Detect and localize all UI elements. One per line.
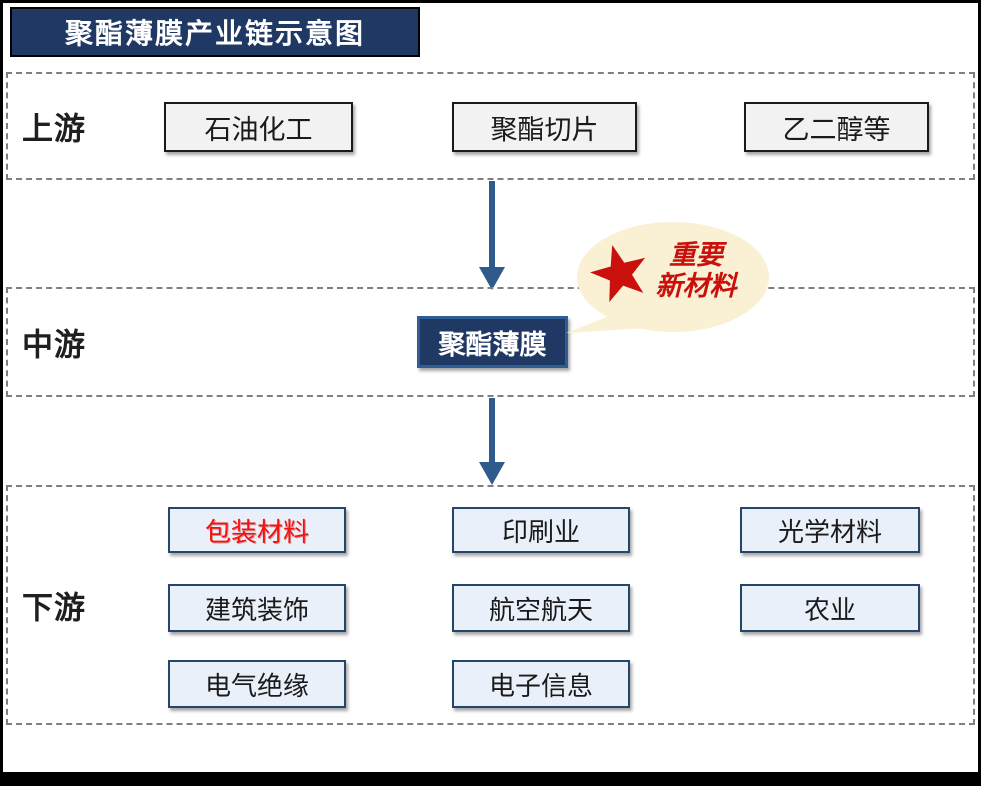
midstream-label: 中游 (22, 327, 86, 363)
star-icon (590, 245, 646, 302)
downstream-box-building-decoration: 建筑装饰 (168, 584, 346, 632)
downstream-box-electronic-information: 电子信息 (452, 660, 630, 708)
arrow-stem (489, 398, 495, 464)
callout-line1: 重要 (669, 240, 723, 270)
downstream-box-packaging-materials: 包装材料 (168, 507, 346, 553)
arrow-head (479, 462, 505, 485)
callout-bubble (566, 222, 769, 333)
downstream-box-printing: 印刷业 (452, 507, 630, 553)
upstream-label: 上游 (22, 111, 86, 147)
downstream-section: 下游 (6, 485, 975, 725)
upstream-box-polyester-chips: 聚酯切片 (452, 102, 637, 152)
callout-line2: 新材料 (655, 271, 737, 301)
downstream-box-electrical-insulation: 电气绝缘 (168, 660, 346, 708)
upstream-box-petrochemical: 石油化工 (164, 102, 353, 152)
callout-bubble-tail (566, 315, 648, 333)
downstream-box-optical-materials: 光学材料 (740, 507, 920, 553)
down-arrow-midstream-to-downstream (479, 398, 505, 485)
upstream-box-ethylene-glycol: 乙二醇等 (744, 102, 929, 152)
callout-text: 重要 新材料 (640, 240, 752, 302)
downstream-box-aerospace: 航空航天 (452, 584, 630, 632)
diagram-title: 聚酯薄膜产业链示意图 (10, 7, 420, 57)
midstream-section: 中游 (6, 287, 975, 397)
down-arrow-upstream-to-midstream (479, 181, 505, 290)
diagram-title-text: 聚酯薄膜产业链示意图 (64, 18, 365, 49)
arrow-head (479, 267, 505, 290)
upstream-section: 上游 (6, 72, 975, 180)
arrow-stem (489, 181, 495, 269)
downstream-box-agriculture: 农业 (740, 584, 920, 632)
midstream-box-polyester-film: 聚酯薄膜 (417, 316, 568, 368)
callout-bubble-body (577, 222, 769, 332)
downstream-label: 下游 (22, 590, 86, 626)
